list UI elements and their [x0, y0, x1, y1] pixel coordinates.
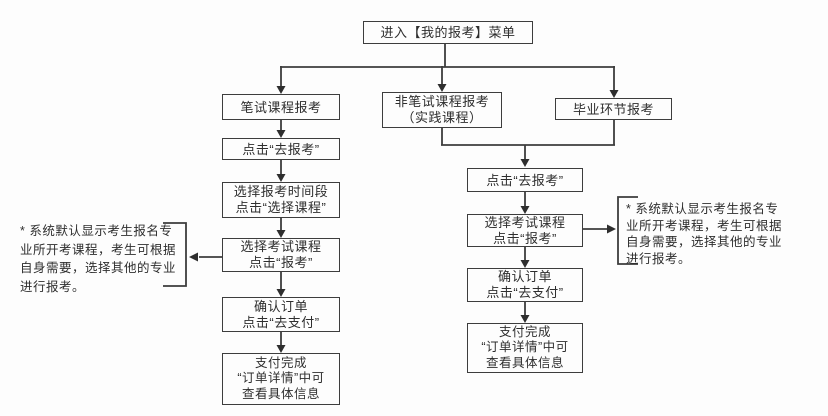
arrowheads	[189, 84, 619, 353]
node-branch-non-written-course: 非笔试课程报考 （实践课程）	[382, 92, 502, 128]
arrowhead-down	[276, 174, 286, 182]
node-merged-step-payment-done: 支付完成 “订单详情”中可 查看具体信息	[467, 323, 583, 373]
arrowhead-right	[607, 224, 616, 234]
node-branch-graduation: 毕业环节报考	[555, 98, 672, 120]
arrowhead-down	[520, 260, 530, 268]
node-written-step-payment-done: 支付完成 “订单详情”中可 查看具体信息	[222, 353, 340, 405]
arrowhead-down	[520, 159, 530, 167]
arrowhead-down	[437, 84, 447, 92]
left-note-bracket	[163, 222, 187, 287]
arrowhead-down	[520, 315, 530, 323]
arrowhead-down	[276, 230, 286, 238]
node-branch-written-course: 笔试课程报考	[222, 94, 340, 120]
right-note-bracket	[617, 196, 638, 265]
arrowhead-down	[609, 90, 619, 98]
node-written-step-confirm-order: 确认订单 点击“去支付”	[222, 297, 340, 332]
connector-lines	[163, 44, 638, 347]
left-note: * 系统默认显示考生报名专 业所开考课程，考生可根据 自身需要，选择其他的专业 …	[20, 224, 177, 294]
node-written-step-go-register: 点击“去报考”	[222, 138, 340, 160]
node-merged-step-select-course: 选择考试课程 点击“报考”	[467, 214, 583, 247]
arrowhead-down	[276, 130, 286, 138]
node-written-step-select-period: 选择报考时间段 点击“选择课程”	[222, 182, 340, 218]
arrowhead-down	[276, 289, 286, 297]
arrowhead-down	[276, 345, 286, 353]
right-note: * 系统默认显示考生报名专 业所开考课程，考生可根据 自身需要，选择其他的专业 …	[626, 202, 783, 266]
node-written-step-select-course: 选择考试课程 点击“报考”	[222, 238, 340, 272]
node-start: 进入【我的报考】菜单	[363, 21, 533, 44]
arrowhead-left	[189, 252, 198, 262]
node-merged-step-go-register: 点击“去报考”	[467, 168, 583, 192]
arrowhead-down	[276, 86, 286, 94]
arrowhead-down	[520, 206, 530, 214]
node-merged-step-confirm-order: 确认订单 点击“去支付”	[467, 268, 583, 302]
